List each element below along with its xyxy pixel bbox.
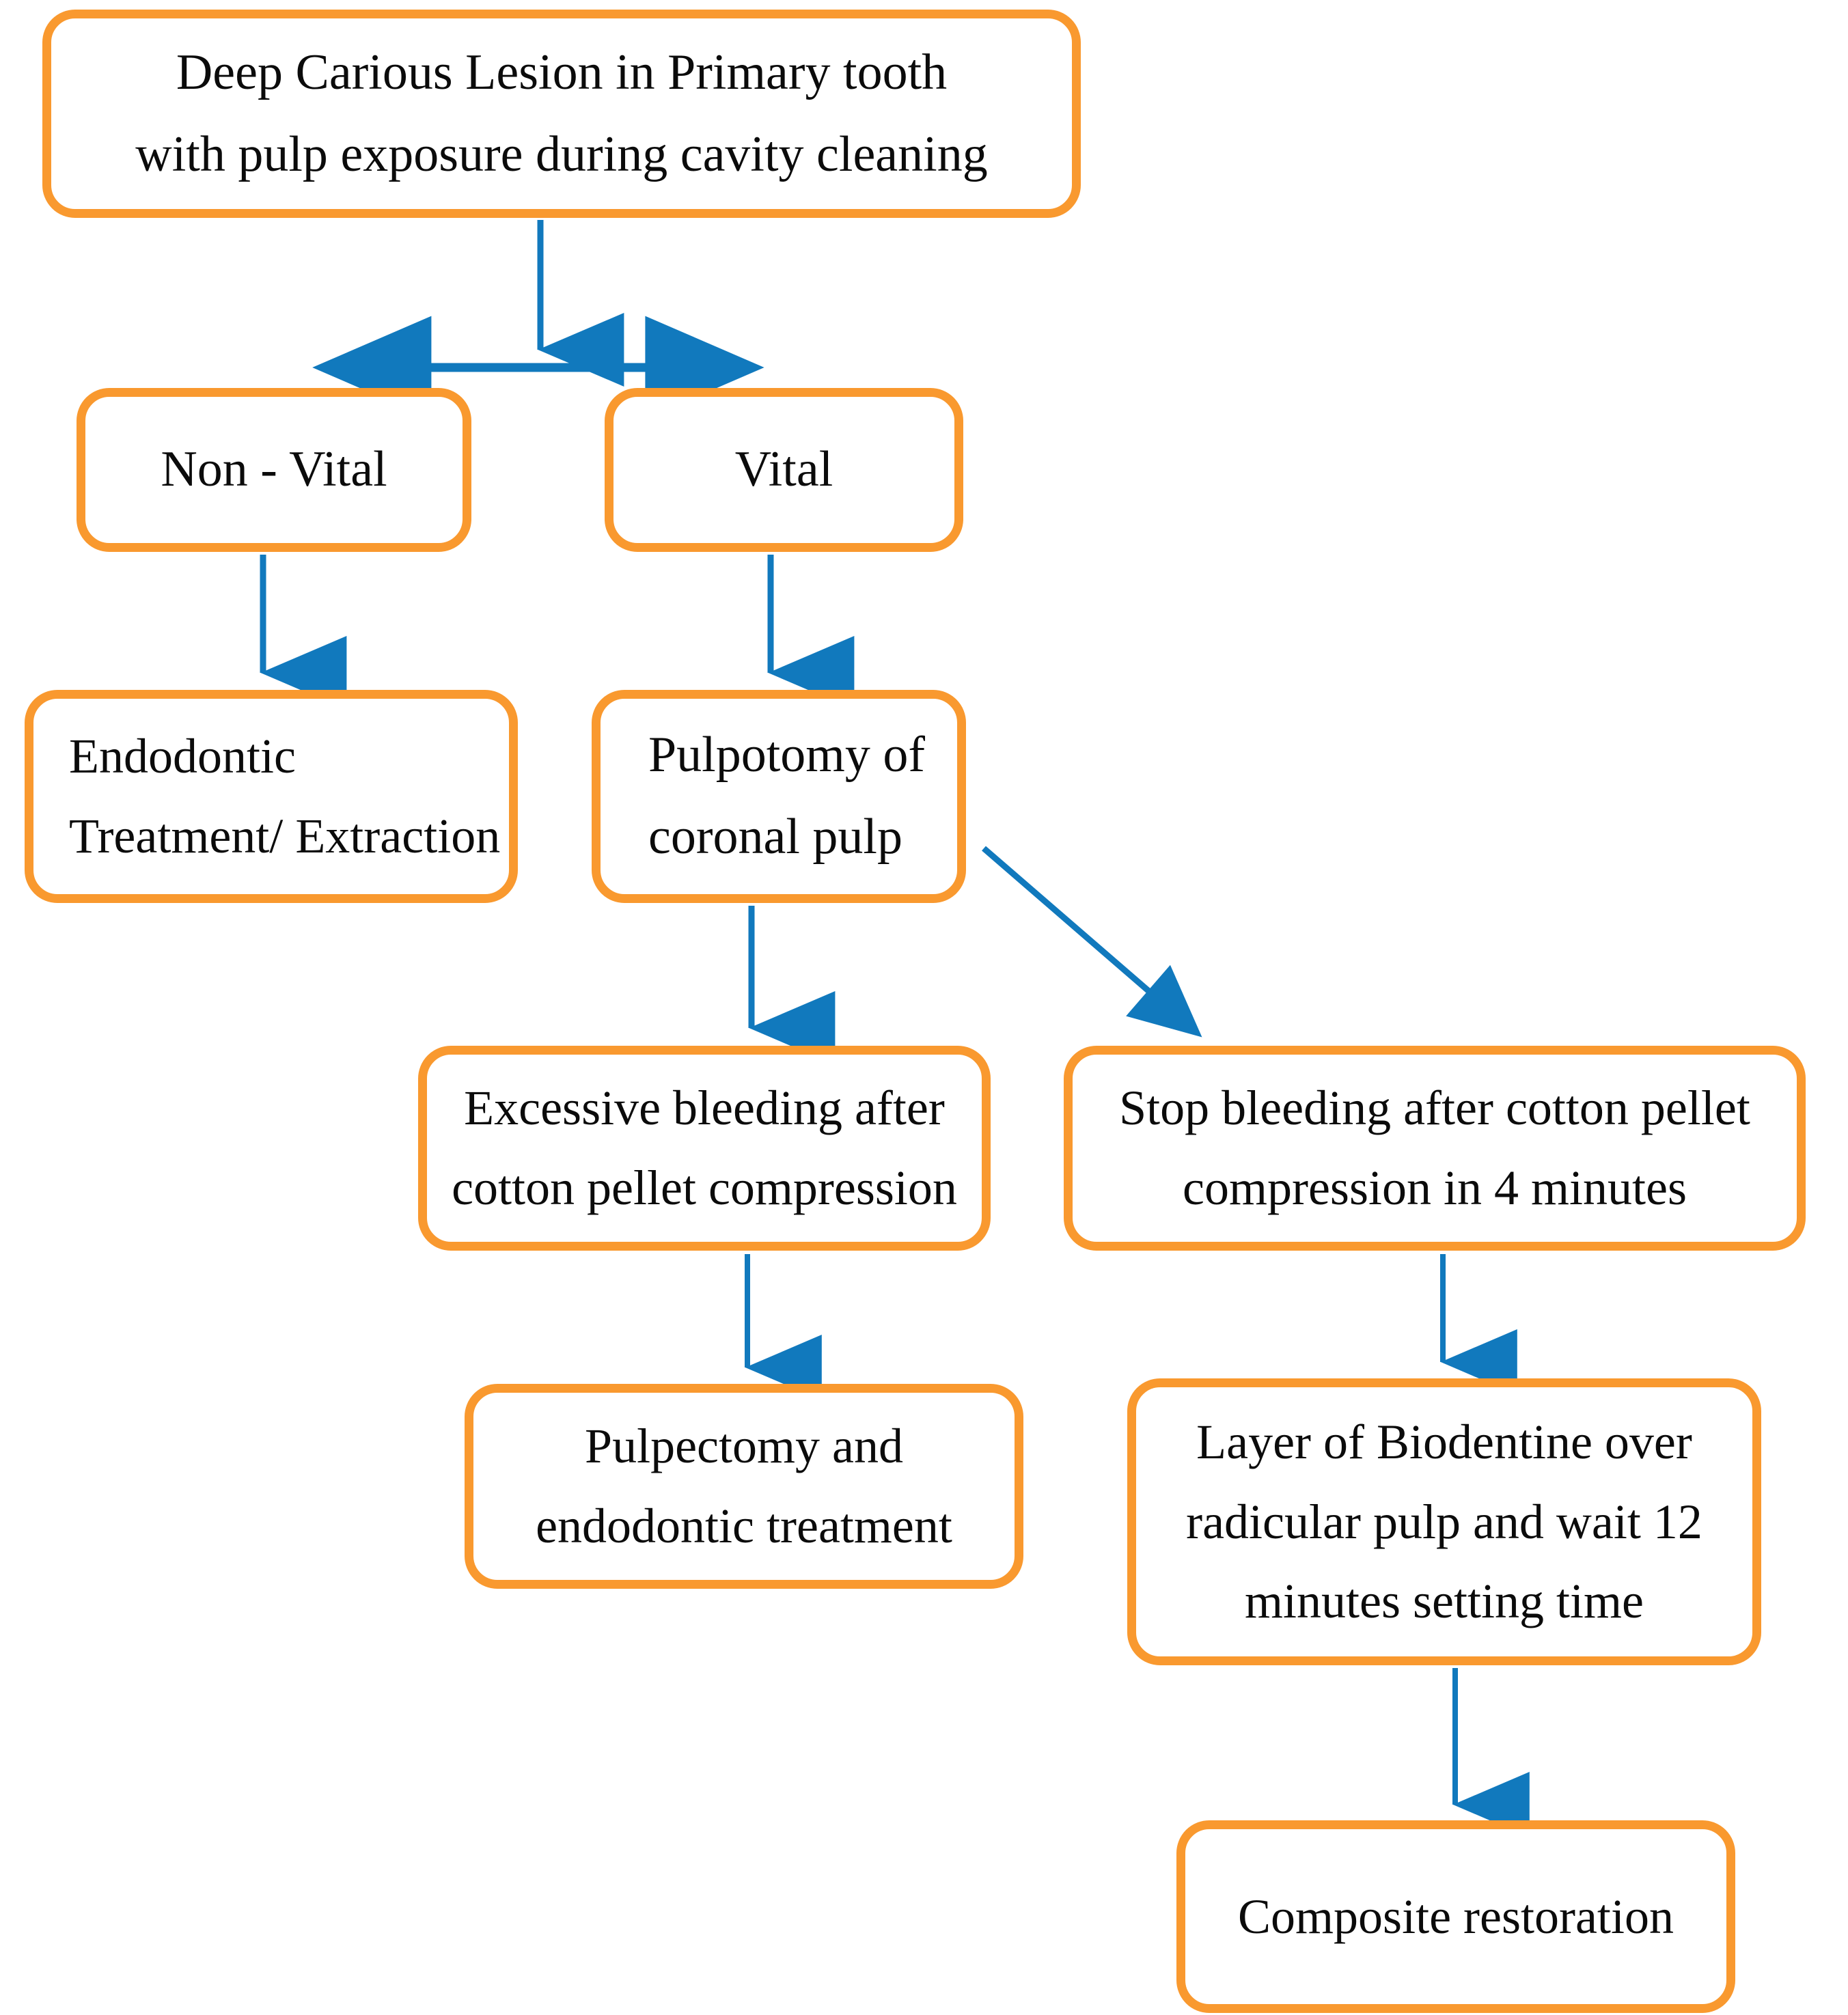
node-line: Treatment/ Extraction <box>69 809 501 863</box>
node-line: Excessive bleeding after <box>464 1081 945 1136</box>
node-layer-of-biodentine[interactable]: Layer of Biodentine over radicular pulp … <box>1127 1378 1761 1665</box>
node-line: with pulp exposure during cavity cleanin… <box>135 126 988 182</box>
node-line: coronal pulp <box>648 809 902 865</box>
node-pulpectomy-and-endodontic-treatment[interactable]: Pulpectomy and endodontic treatment <box>465 1384 1023 1589</box>
node-line: Vital <box>734 441 833 498</box>
node-line: Pulpectomy and <box>585 1419 903 1474</box>
node-line: Pulpotomy of <box>648 727 925 783</box>
node-endodontic-treatment-extraction[interactable]: Endodontic Treatment/ Extraction <box>25 690 518 903</box>
node-vital[interactable]: Vital <box>605 388 963 552</box>
node-line: Non - Vital <box>161 441 387 498</box>
node-composite-restoration[interactable]: Composite restoration <box>1176 1820 1735 2013</box>
node-line: Stop bleeding after cotton pellet <box>1119 1081 1750 1136</box>
node-line: compression in 4 minutes <box>1183 1161 1687 1215</box>
node-pulpotomy-of-coronal-pulp[interactable]: Pulpotomy of coronal pulp <box>592 690 966 903</box>
node-line: cotton pellet compression <box>452 1161 957 1215</box>
node-excessive-bleeding[interactable]: Excessive bleeding after cotton pellet c… <box>418 1046 991 1251</box>
node-line: Deep Carious Lesion in Primary tooth <box>176 44 948 100</box>
edge-pulpotomy-to-stopbleeding <box>982 846 1202 1038</box>
node-deep-carious-lesion[interactable]: Deep Carious Lesion in Primary tooth wit… <box>42 10 1081 218</box>
node-line: minutes setting time <box>1245 1574 1644 1629</box>
node-line: Layer of Biodentine over <box>1196 1415 1692 1470</box>
node-line: radicular pulp and wait 12 <box>1186 1494 1702 1549</box>
node-line: Endodontic <box>69 729 296 784</box>
node-line: endodontic treatment <box>536 1499 952 1553</box>
node-stop-bleeding[interactable]: Stop bleeding after cotton pellet compre… <box>1064 1046 1806 1251</box>
node-non-vital[interactable]: Non - Vital <box>77 388 471 552</box>
node-line: Composite restoration <box>1238 1889 1674 1944</box>
